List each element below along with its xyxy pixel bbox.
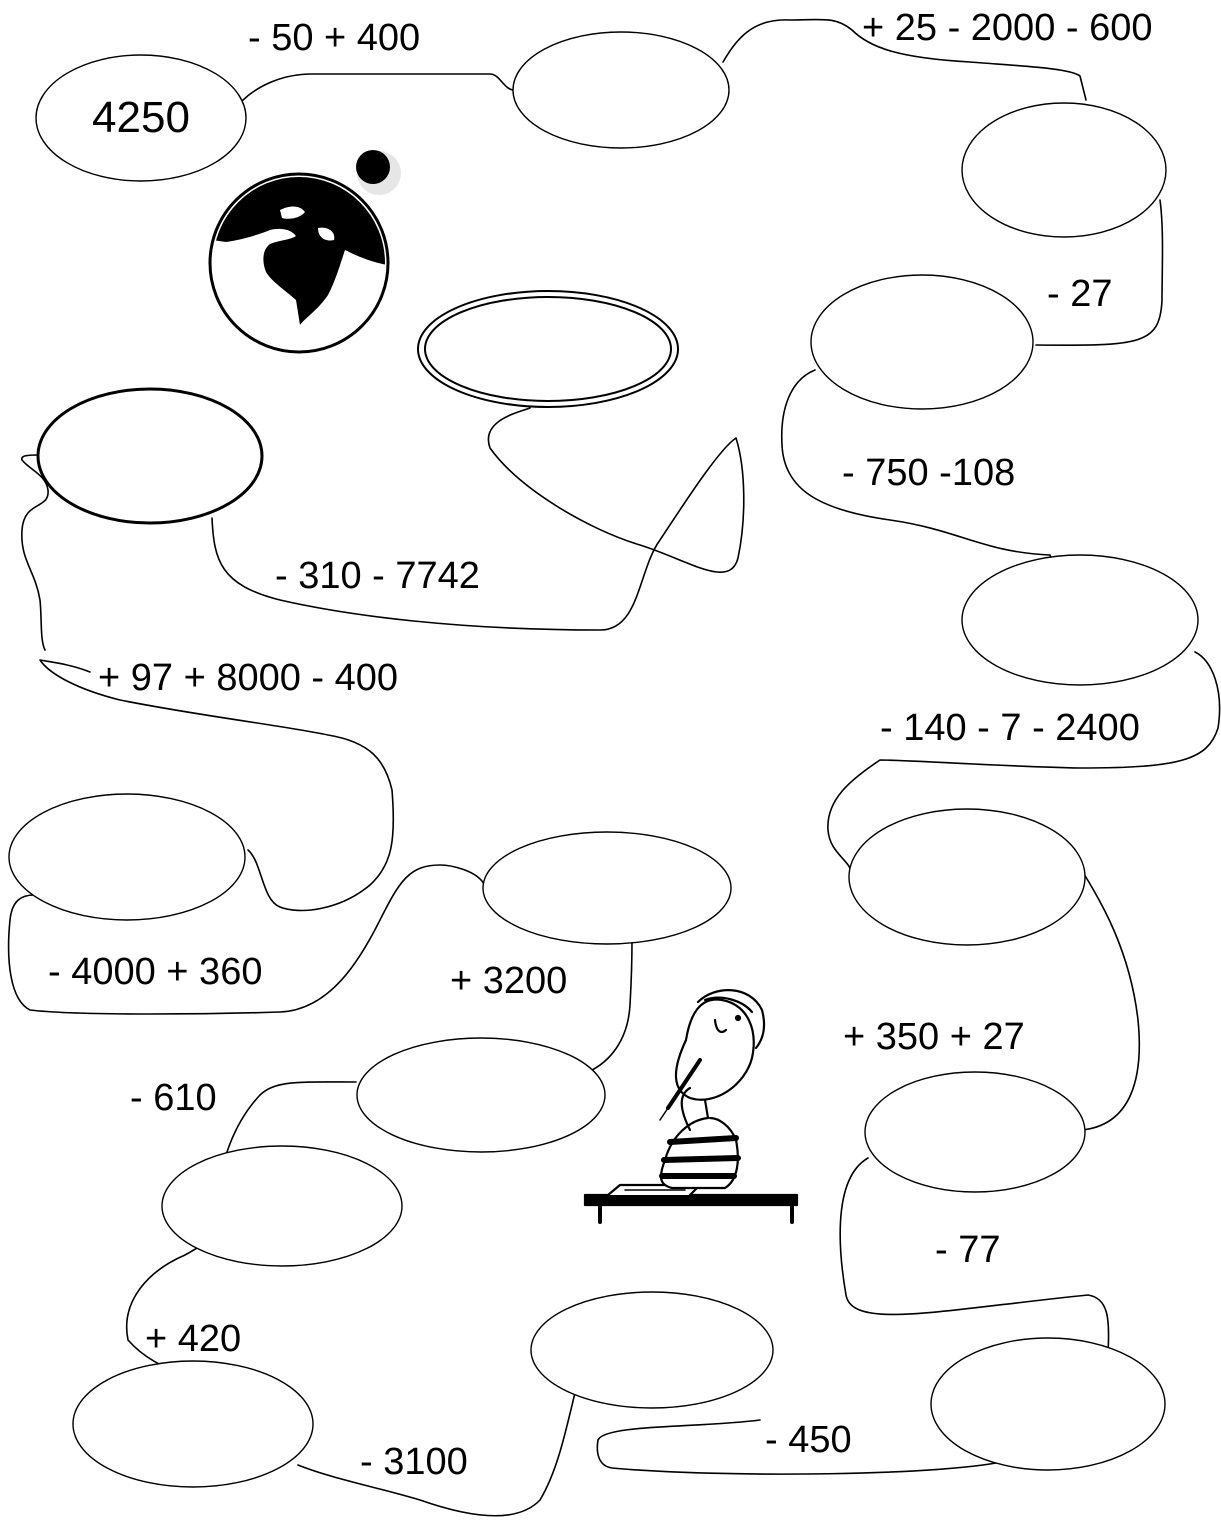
answer-bubble[interactable] xyxy=(9,794,245,920)
answer-bubble[interactable] xyxy=(865,1072,1085,1192)
step-label: - 77 xyxy=(935,1229,1000,1271)
answer-bubble[interactable] xyxy=(513,32,729,148)
step-label: + 3200 xyxy=(450,960,567,1002)
answer-bubble[interactable] xyxy=(962,103,1166,237)
start-value: 4250 xyxy=(92,93,190,142)
step-label: - 4000 + 360 xyxy=(48,951,262,993)
step-label: - 750 -108 xyxy=(842,452,1015,494)
globe-icon xyxy=(210,174,388,352)
step-label: - 450 xyxy=(765,1419,852,1461)
answer-bubble[interactable] xyxy=(811,275,1033,409)
answer-bubble[interactable] xyxy=(531,1292,773,1408)
answer-bubble[interactable] xyxy=(162,1146,402,1266)
step-label: + 25 - 2000 - 600 xyxy=(862,7,1153,49)
answer-bubble[interactable] xyxy=(483,832,731,944)
answer-bubble-double[interactable] xyxy=(418,291,678,407)
student-thinking-icon xyxy=(585,990,797,1222)
step-label: - 610 xyxy=(130,1077,217,1119)
step-label: + 350 + 27 xyxy=(843,1016,1025,1058)
answer-bubble[interactable] xyxy=(931,1338,1165,1470)
answer-bubble[interactable] xyxy=(962,555,1198,685)
answer-bubble[interactable] xyxy=(73,1361,313,1487)
step-label: - 27 xyxy=(1047,273,1112,315)
moon-icon xyxy=(356,150,401,195)
answer-bubble[interactable] xyxy=(849,809,1085,945)
step-label: - 310 - 7742 xyxy=(275,555,480,597)
step-label: - 3100 xyxy=(360,1441,468,1483)
step-label: + 97 + 8000 - 400 xyxy=(98,657,398,699)
answer-bubble[interactable] xyxy=(38,389,262,523)
answer-bubble[interactable] xyxy=(357,1038,605,1152)
step-label: - 140 - 7 - 2400 xyxy=(880,707,1140,749)
step-label: + 420 xyxy=(145,1318,241,1360)
maze-path xyxy=(9,19,1220,1515)
step-label: - 50 + 400 xyxy=(248,17,420,59)
